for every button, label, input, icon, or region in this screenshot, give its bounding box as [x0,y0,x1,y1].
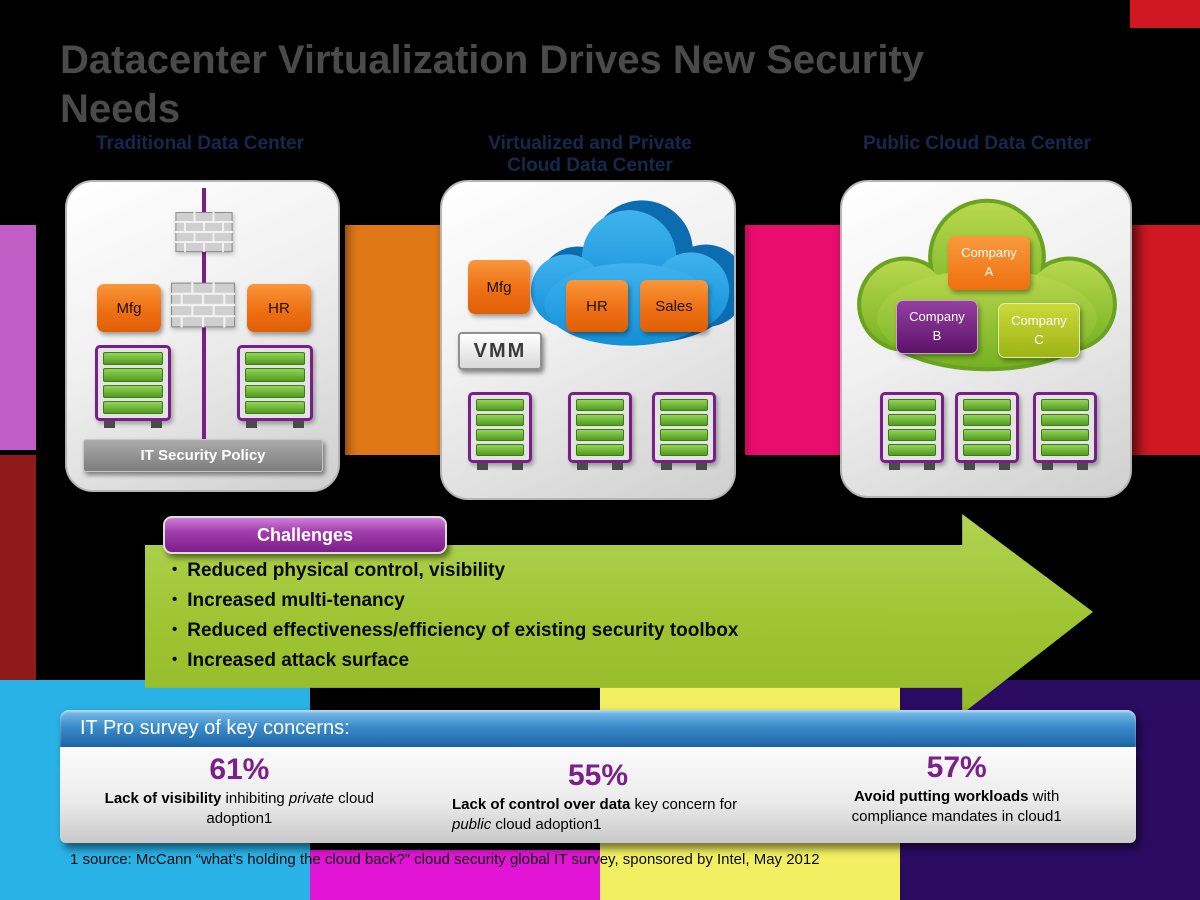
stat-text: Avoid putting workloads with compliance … [840,787,1074,827]
server-rack-icon [652,392,716,470]
mfg-box: Mfg [97,284,161,332]
stat-text-italic: private [288,790,334,807]
stat-text-bold: Lack of control over data [452,796,631,813]
panel-public-cloud-datacenter: Company A Company B Company C [840,180,1132,498]
stat-value: 55% [567,759,629,792]
stat-text-mid: with compliance mandates in cloud1 [851,788,1062,825]
survey-stats-panel: 61% Lack of visibility inhibiting privat… [60,747,1136,843]
server-rack-body [955,392,1019,463]
bg-block-darkred-left [0,455,36,680]
server-rack-body [652,392,716,463]
server-rack-icon [955,392,1019,470]
sales-box: Sales [640,280,708,332]
company-b-box: Company B [896,300,978,354]
server-rack-icon [1033,392,1097,470]
stat-value: 61% [209,753,270,786]
firewall-icon [175,212,233,252]
server-rack-body [880,392,944,463]
stat-text-bold: Lack of visibility [104,790,222,807]
company-c-letter: C [1034,331,1044,347]
server-rack-feet [880,463,944,470]
server-rack-icon [237,345,313,428]
server-rack-feet [652,463,716,470]
column-header-traditional: Traditional Data Center [96,133,304,154]
server-rack-body [568,392,632,463]
stat-text-mid: inhibiting [221,790,289,807]
server-rack-icon [468,392,532,470]
survey-header-bar: IT Pro survey of key concerns: [60,710,1136,747]
stat-value: 57% [926,751,987,784]
company-b-letter: B [932,328,942,343]
company-c-label: Company [1011,312,1067,328]
stat-text-rest: cloud adoption1 [491,815,602,833]
challenge-bullet: Reduced physical control, visibility [172,561,738,580]
vmm-box: VMM [458,332,542,370]
slide-title-line1: Datacenter Virtualization Drives New Sec… [60,38,925,82]
company-c-box: Company C [998,303,1080,358]
bg-block-magenta-bottomstrip [310,850,600,900]
server-rack-body [237,345,313,421]
stat-text-mid: key concern for [630,796,738,813]
company-a-letter: A [984,264,994,279]
server-rack-feet [1033,463,1097,470]
hr-box: HR [247,284,311,332]
panel-traditional-datacenter: Mfg HR IT Security Policy [65,180,340,492]
stat-text: Lack of control over data key concern fo… [452,795,744,835]
server-rack-feet [955,463,1019,470]
server-rack-body [468,392,532,463]
bg-block-red-topright [1130,0,1200,28]
source-footnote: 1 source: McCann “what’s holding the clo… [70,851,820,868]
bg-block-magenta-left [0,225,36,450]
company-a-label: Company [961,245,1017,261]
server-rack-icon [95,345,171,428]
challenges-button: Challenges [163,516,447,554]
column-header-public: Public Cloud Data Center [862,133,1092,154]
stat-text-bold: Avoid putting workloads [854,788,1029,805]
challenge-bullet: Increased attack surface [172,651,738,670]
stat-text-italic: public [452,815,492,833]
panel-virtualized-datacenter: Mfg HR Sales VMM [440,180,736,500]
bg-block-red-right [1130,225,1200,455]
stat-control: 55% Lack of control over data key concer… [419,747,778,843]
challenge-bullet: Increased multi-tenancy [172,591,738,610]
company-a-box: Company A [948,236,1030,290]
stat-text-rest: cloud adoption1 [206,790,374,827]
firewall-icon [171,280,235,330]
server-rack-body [1033,392,1097,463]
server-rack-feet [568,463,632,470]
hr-box: HR [566,280,628,332]
challenges-bullet-list: Reduced physical control, visibility Inc… [172,561,738,681]
server-rack-body [95,345,171,421]
slide-title-line2: Needs [60,86,181,131]
server-rack-icon [568,392,632,470]
server-rack-feet [468,463,532,470]
bg-block-pink-mid [745,225,840,455]
challenge-bullet: Reduced effectiveness/efficiency of exis… [172,621,738,640]
survey-header-text: IT Pro survey of key concerns: [80,717,350,739]
it-security-policy-banner: IT Security Policy [83,439,323,472]
company-b-label: Company [909,309,965,325]
stat-visibility: 61% Lack of visibility inhibiting privat… [60,747,419,843]
stat-text: Lack of visibility inhibiting private cl… [104,789,374,829]
server-rack-icon [880,392,944,470]
column-header-virtualized: Virtualized and Private Cloud Data Cente… [488,133,692,177]
slide-title: Datacenter Virtualization Drives New Sec… [60,36,1080,134]
mfg-box: Mfg [468,260,530,314]
stat-compliance: 57% Avoid putting workloads with complia… [777,747,1136,843]
server-rack-feet [95,421,171,428]
server-rack-feet [237,421,313,428]
